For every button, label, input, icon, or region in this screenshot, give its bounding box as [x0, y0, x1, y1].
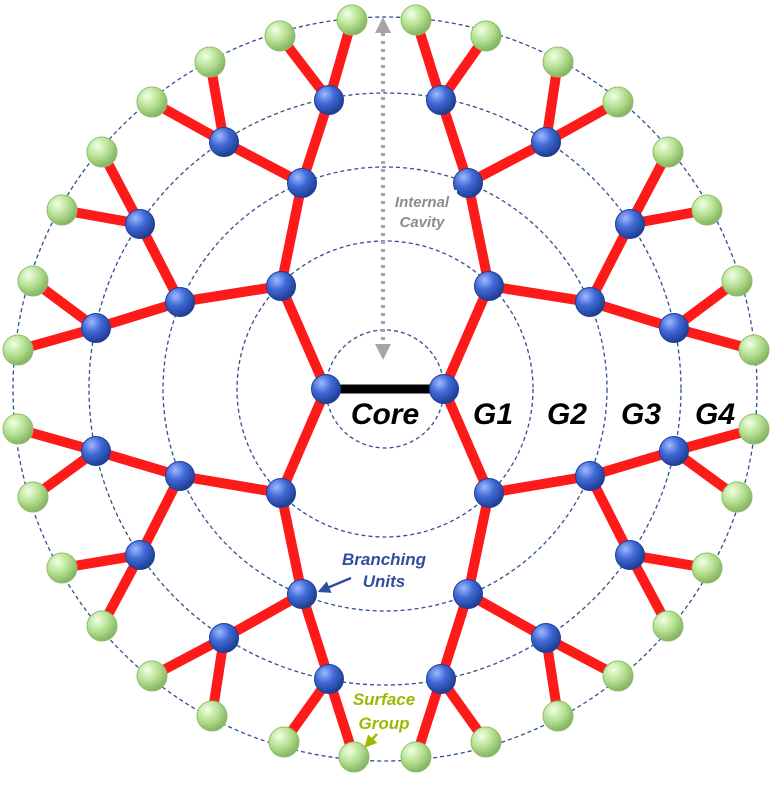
surface-group-arrow [364, 733, 378, 748]
branching-unit-node [287, 168, 317, 198]
branching-unit-node [209, 127, 239, 157]
bond [276, 281, 331, 394]
branching-units-label-line1: Branching [342, 550, 427, 569]
surface-group-node [602, 660, 634, 692]
generation-label-g4: G4 [695, 398, 735, 431]
branching-unit-node [314, 664, 344, 694]
surface-group-node [136, 660, 168, 692]
surface-group-node [268, 726, 300, 758]
generation-ring-1 [236, 240, 534, 538]
branching-unit-node [266, 478, 296, 508]
bond [439, 281, 494, 394]
surface-group-node [721, 481, 753, 513]
surface-group-node [602, 86, 634, 118]
surface-group-node [17, 481, 49, 513]
surface-group-node [2, 334, 34, 366]
bond [463, 488, 494, 599]
branching-unit-node [426, 664, 456, 694]
bond [276, 488, 307, 599]
bond [175, 281, 286, 307]
surface-group-node [338, 741, 370, 773]
surface-group-node [46, 194, 78, 226]
bond [276, 384, 331, 498]
node-layer [2, 4, 770, 773]
bond [175, 471, 286, 498]
bond [484, 471, 595, 498]
branching-units-arrow [317, 576, 352, 593]
surface-group-node [264, 20, 296, 52]
surface-group-node [691, 194, 723, 226]
bond [463, 178, 494, 291]
branching-units-label-line2: Units [363, 572, 406, 591]
branching-unit-node [474, 271, 504, 301]
branching-unit-node [311, 374, 341, 404]
surface-group-node [136, 86, 168, 118]
branching-unit-node [266, 271, 296, 301]
generation-label-g3: G3 [621, 398, 661, 431]
branching-unit-node [453, 579, 483, 609]
surface-group-node [336, 4, 368, 36]
surface-group-node [652, 136, 684, 168]
surface-group-node [17, 265, 49, 297]
bond [439, 384, 494, 498]
generation-label-g2: G2 [547, 398, 587, 431]
branching-unit-node [81, 313, 111, 343]
branching-unit-node [287, 579, 317, 609]
surface-group-node [196, 700, 228, 732]
branching-unit-node [531, 623, 561, 653]
bond [276, 178, 307, 291]
cavity-label-bg [389, 190, 457, 234]
surface-group-node [470, 726, 502, 758]
branching-unit-node [615, 209, 645, 239]
surface-group-node [86, 610, 118, 642]
branching-unit-node [575, 287, 605, 317]
branching-unit-node [314, 85, 344, 115]
surface-group-node [194, 46, 226, 78]
branching-unit-node [474, 478, 504, 508]
surface-group-node [2, 413, 34, 445]
bond [484, 281, 595, 307]
internal-cavity-label-line2: Cavity [399, 214, 445, 231]
branching-unit-node [125, 540, 155, 570]
branching-unit-node [531, 127, 561, 157]
surface-group-node [400, 741, 432, 773]
surface-group-node [470, 20, 502, 52]
surface-group-node [86, 136, 118, 168]
surface-group-node [542, 46, 574, 78]
branching-unit-node [125, 209, 155, 239]
internal-cavity-label-line1: Internal [395, 194, 450, 211]
branching-unit-node [429, 374, 459, 404]
branching-unit-node [209, 623, 239, 653]
branching-unit-node [659, 313, 689, 343]
surface-group-node [721, 265, 753, 297]
branching-unit-node [615, 540, 645, 570]
surface-group-node [738, 334, 770, 366]
branching-unit-node [453, 168, 483, 198]
core-label: Core [351, 398, 419, 431]
surface-group-node [400, 4, 432, 36]
branching-unit-node [426, 85, 456, 115]
surface-group-node [46, 552, 78, 584]
surface-group-node [738, 413, 770, 445]
branching-unit-node [165, 461, 195, 491]
surface-group-label-line2: Group [359, 714, 410, 733]
branching-unit-node [165, 287, 195, 317]
surface-group-label-line1: Surface [353, 690, 415, 709]
surface-group-node [542, 700, 574, 732]
branching-unit-node [659, 436, 689, 466]
generation-label-g1: G1 [473, 398, 513, 431]
branching-unit-node [575, 461, 605, 491]
surface-group-node [652, 610, 684, 642]
branching-unit-node [81, 436, 111, 466]
surface-group-node [691, 552, 723, 584]
